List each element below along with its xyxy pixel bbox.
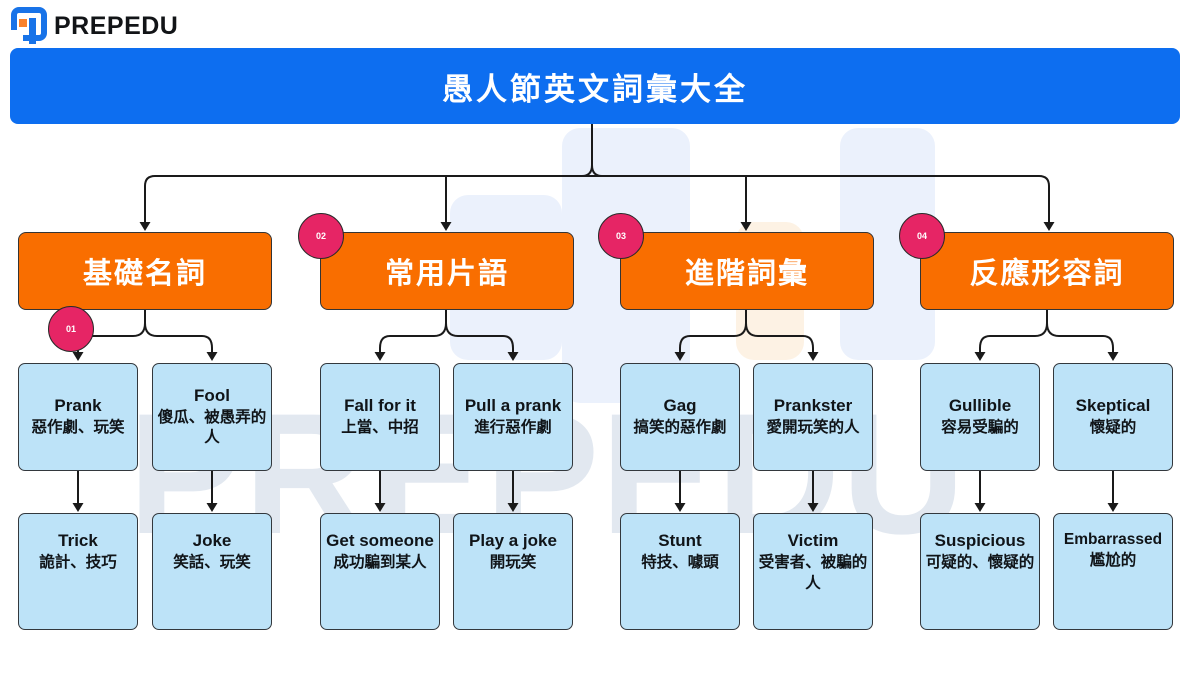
category-box-reaction-adjectives: 反應形容詞 (920, 232, 1174, 310)
vocab-meaning: 愛開玩笑的人 (766, 419, 860, 436)
vocab-meaning: 容易受騙的 (941, 419, 1019, 436)
vocab-card-stunt: Stunt 特技、噱頭 (620, 513, 740, 630)
vocab-word: Play a joke (469, 531, 557, 550)
step-badge-01: 01 (48, 306, 94, 352)
badge-number: 03 (615, 231, 626, 241)
category-box-common-phrases: 常用片語 (320, 232, 574, 310)
vocab-word: Gag (663, 396, 697, 416)
brand-logo: PREPEDU (10, 6, 178, 46)
vocab-card-skeptical: Skeptical 懷疑的 (1053, 363, 1173, 471)
category-label: 基礎名詞 (82, 258, 207, 290)
vocab-card-prank: Prank 惡作劇、玩笑 (18, 363, 138, 471)
category-box-basic-nouns: 基礎名詞 (18, 232, 272, 310)
vocab-word: Joke (192, 531, 232, 550)
vocab-card-get-someone: Get someone 成功騙到某人 (320, 513, 440, 630)
vocab-meaning: 懷疑的 (1089, 419, 1137, 436)
vocab-word: Skeptical (1075, 396, 1151, 416)
vocab-card-play-a-joke: Play a joke 開玩笑 (453, 513, 573, 630)
badge-number: 01 (65, 324, 76, 334)
vocab-meaning: 傻瓜、被愚弄的人 (157, 408, 267, 447)
step-badge-02: 02 (298, 213, 344, 259)
vocab-card-gag: Gag 搞笑的惡作劇 (620, 363, 740, 471)
vocab-card-fall-for-it: Fall for it 上當、中招 (320, 363, 440, 471)
vocab-word: Stunt (658, 531, 702, 550)
vocab-meaning: 上當、中招 (341, 419, 419, 436)
vocab-card-embarrassed: Embarrassed 尷尬的 (1053, 513, 1173, 630)
vocab-meaning: 惡作劇、玩笑 (31, 419, 125, 436)
vocab-card-prankster: Prankster 愛開玩笑的人 (753, 363, 873, 471)
vocab-card-suspicious: Suspicious 可疑的、懷疑的 (920, 513, 1040, 630)
vocab-word: Fool (194, 385, 230, 405)
page-title: 愚人節英文詞彙大全 (442, 71, 748, 107)
category-label: 進階詞彙 (684, 258, 809, 290)
step-badge-03: 03 (598, 213, 644, 259)
vocab-word: Gullible (948, 396, 1012, 416)
prepedu-logo-icon (10, 6, 48, 46)
vocab-word: Fall for it (344, 396, 416, 416)
badge-number: 04 (916, 231, 927, 241)
brand-name: PREPEDU (54, 11, 179, 40)
vocab-meaning: 成功騙到某人 (333, 553, 427, 571)
diagram-title-bar: 愚人節英文詞彙大全 (10, 48, 1180, 124)
category-label: 反應形容詞 (969, 258, 1125, 290)
category-label: 常用片語 (384, 258, 509, 290)
vocab-word: Victim (787, 531, 839, 550)
vocab-meaning: 尷尬的 (1089, 551, 1137, 569)
vocab-meaning: 可疑的、懷疑的 (925, 553, 1035, 571)
vocab-meaning: 特技、噱頭 (641, 553, 719, 571)
vocab-card-pull-a-prank: Pull a prank 進行惡作劇 (453, 363, 573, 471)
vocab-word: Get someone (326, 531, 434, 550)
vocab-card-fool: Fool 傻瓜、被愚弄的人 (152, 363, 272, 471)
vocab-card-victim: Victim 受害者、被騙的人 (753, 513, 873, 630)
vocab-word: Suspicious (934, 531, 1026, 550)
vocab-card-trick: Trick 詭計、技巧 (18, 513, 138, 630)
vocab-card-gullible: Gullible 容易受騙的 (920, 363, 1040, 471)
vocab-meaning: 進行惡作劇 (474, 419, 552, 436)
step-badge-04: 04 (899, 213, 945, 259)
vocab-meaning: 受害者、被騙的人 (758, 553, 868, 592)
vocab-word: Embarrassed (1063, 531, 1163, 548)
vocab-word: Trick (58, 531, 98, 550)
vocab-meaning: 詭計、技巧 (39, 553, 117, 571)
badge-number: 02 (315, 231, 326, 241)
vocab-word: Pull a prank (464, 396, 562, 416)
category-box-advanced-vocab: 進階詞彙 (620, 232, 874, 310)
vocab-word: Prankster (773, 396, 853, 416)
vocab-card-joke: Joke 笑話、玩笑 (152, 513, 272, 630)
vocab-meaning: 笑話、玩笑 (173, 553, 251, 571)
vocab-meaning: 搞笑的惡作劇 (633, 419, 727, 436)
vocab-word: Prank (54, 396, 102, 416)
vocab-meaning: 開玩笑 (489, 553, 537, 571)
